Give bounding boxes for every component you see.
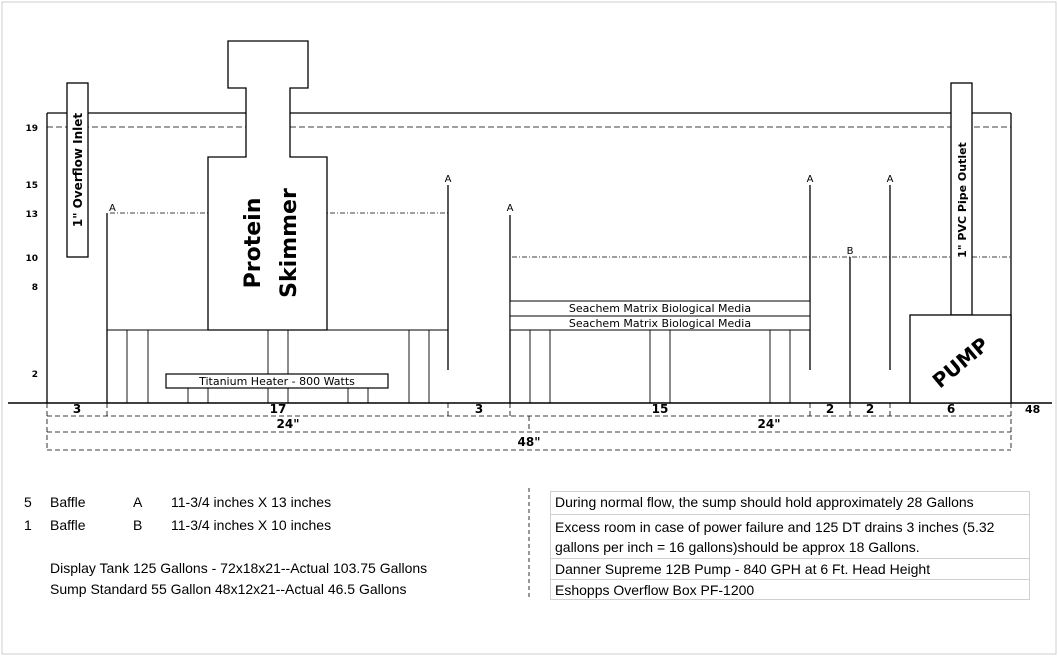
note-row: During normal flow, the sump should hold…	[550, 491, 1030, 514]
media-label: Seachem Matrix Biological Media	[569, 302, 751, 315]
end-width-label: 48	[1025, 403, 1040, 416]
width-segment-label: 6	[947, 402, 955, 416]
tank-info-line: Display Tank 125 Gallons - 72x18x21--Act…	[50, 560, 428, 576]
pump: PUMP	[909, 314, 1012, 404]
pvc-outlet-label: 1" PVC Pipe Outlet	[956, 142, 969, 258]
width-segment-label: 2	[866, 402, 874, 416]
width-segment-label: 3	[73, 402, 81, 416]
note-row: Danner Supreme 12B Pump - 840 GPH at 6 F…	[550, 558, 1030, 579]
sump-tank	[46, 112, 1012, 403]
width-segment-label: 17	[270, 402, 287, 416]
height-axis: 19 15 13 10 8 2	[25, 124, 38, 380]
skimmer-label-1: Protein	[241, 198, 266, 289]
legend-code: B	[133, 517, 143, 533]
water-level-lines	[47, 126, 1011, 258]
baffle-label: A	[807, 174, 814, 185]
baffle-labels: A A A A B A	[109, 174, 894, 257]
equipment-stands	[107, 329, 791, 403]
height-tick: 8	[32, 283, 38, 293]
half-width-label: 24"	[277, 417, 300, 431]
protein-skimmer: Protein Skimmer	[207, 40, 328, 331]
skimmer-label-2: Skimmer	[277, 188, 302, 298]
dimension-lines	[46, 403, 1012, 451]
titanium-heater: Titanium Heater - 800 Watts	[165, 373, 389, 389]
baffle-label: A	[445, 174, 452, 185]
baffle-label: A	[507, 203, 514, 214]
note-row: Eshopps Overflow Box PF-1200	[550, 579, 1030, 600]
legend-code: A	[133, 494, 143, 510]
height-tick: 10	[25, 254, 38, 264]
height-tick: 2	[32, 370, 38, 380]
width-segment-label: 15	[652, 402, 669, 416]
legend-count: 1	[24, 517, 32, 533]
legend-size: 11-3/4 inches X 10 inches	[171, 517, 332, 533]
width-segment-label: 2	[826, 402, 834, 416]
legend-size: 11-3/4 inches X 13 inches	[171, 494, 332, 510]
overflow-inlet-label: 1" Overflow Inlet	[71, 113, 85, 228]
width-segment-label: 3	[475, 402, 483, 416]
pvc-pipe-outlet: 1" PVC Pipe Outlet	[950, 82, 973, 316]
baffles	[106, 185, 891, 403]
width-labels: 3 17 3 15 2 2 6 24" 24" 48" 48	[73, 402, 1040, 449]
baffle-label: A	[887, 174, 894, 185]
legend-type: Baffle	[50, 517, 86, 533]
height-tick: 19	[25, 124, 38, 134]
height-tick: 15	[25, 181, 38, 191]
half-width-label: 24"	[758, 417, 781, 431]
total-width-label: 48"	[518, 435, 541, 449]
bio-media: Seachem Matrix Biological Media Seachem …	[509, 300, 811, 331]
heater-label: Titanium Heater - 800 Watts	[198, 375, 355, 388]
media-label: Seachem Matrix Biological Media	[569, 317, 751, 330]
legend-type: Baffle	[50, 494, 86, 510]
baffle-label: B	[847, 246, 854, 257]
overflow-inlet-pipe: 1" Overflow Inlet	[66, 82, 89, 258]
note-row: Excess room in case of power failure and…	[550, 514, 1030, 558]
legend-count: 5	[24, 494, 32, 510]
tank-info-line: Sump Standard 55 Gallon 48x12x21--Actual…	[50, 581, 407, 597]
height-tick: 13	[25, 210, 38, 220]
baffle-label: A	[109, 203, 116, 214]
